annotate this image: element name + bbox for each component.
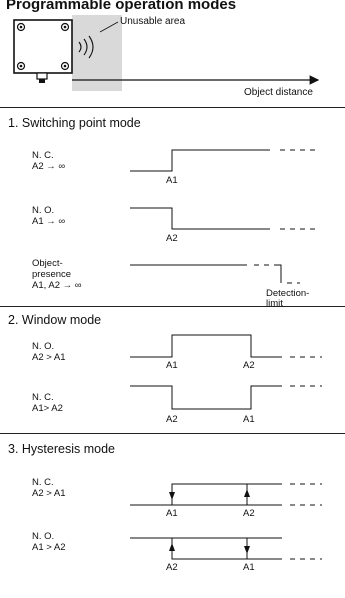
arrow-down-icon <box>244 546 250 554</box>
section-divider <box>0 433 345 434</box>
mark-hysteresis-no-left: A2 <box>166 562 178 573</box>
unusable-area-zone <box>72 15 122 91</box>
waveform-window-nc <box>130 385 282 410</box>
arrow-up-icon <box>169 543 175 551</box>
section-heading-hysteresis: 3. Hysteresis mode <box>8 442 115 456</box>
arrow-down-icon <box>169 492 175 500</box>
mark-hysteresis-no-right: A1 <box>243 562 255 573</box>
mark-switching-nc: A1 <box>166 175 178 186</box>
object-distance-label: Object distance <box>244 87 313 98</box>
waveform-switching-nc <box>130 149 270 172</box>
mark-window-nc-left: A2 <box>166 414 178 425</box>
section-heading-switching: 1. Switching point mode <box>8 116 141 130</box>
label-switching-no: N. O. A1 → ∞ <box>32 205 66 227</box>
waveform-window-no <box>130 334 282 358</box>
label-window-nc: N. C. A1> A2 <box>32 392 63 414</box>
waveform-switching-no <box>130 207 270 230</box>
sensor-illustration <box>13 15 320 91</box>
label-switching-nc: N. C. A2 → ∞ <box>32 150 66 172</box>
mark-switching-no: A2 <box>166 233 178 244</box>
label-window-no: N. O. A2 > A1 <box>32 341 66 363</box>
arrow-up-icon <box>244 489 250 497</box>
detection-limit-label: Detection- limit <box>266 288 310 309</box>
label-hysteresis-nc: N. C. A2 > A1 <box>32 477 66 499</box>
mark-window-no-left: A1 <box>166 360 178 371</box>
mark-window-no-right: A2 <box>243 360 255 371</box>
mark-hysteresis-nc-left: A1 <box>166 508 178 519</box>
mark-hysteresis-nc-right: A2 <box>243 508 255 519</box>
unusable-area-label: Unusable area <box>120 16 186 27</box>
section-heading-window: 2. Window mode <box>8 313 102 327</box>
page-title: Programmable operation modes <box>6 0 237 13</box>
sensor-connector <box>36 72 48 80</box>
hysteresis-arrowheads <box>169 489 250 554</box>
mark-window-nc-right: A1 <box>243 414 255 425</box>
section-divider <box>0 306 345 307</box>
sound-waves-icon <box>78 35 94 59</box>
label-switching-presence: Object- presence A1, A2 → ∞ <box>32 258 82 291</box>
label-hysteresis-no: N. O. A1 > A2 <box>32 531 66 553</box>
section-divider <box>0 107 345 108</box>
